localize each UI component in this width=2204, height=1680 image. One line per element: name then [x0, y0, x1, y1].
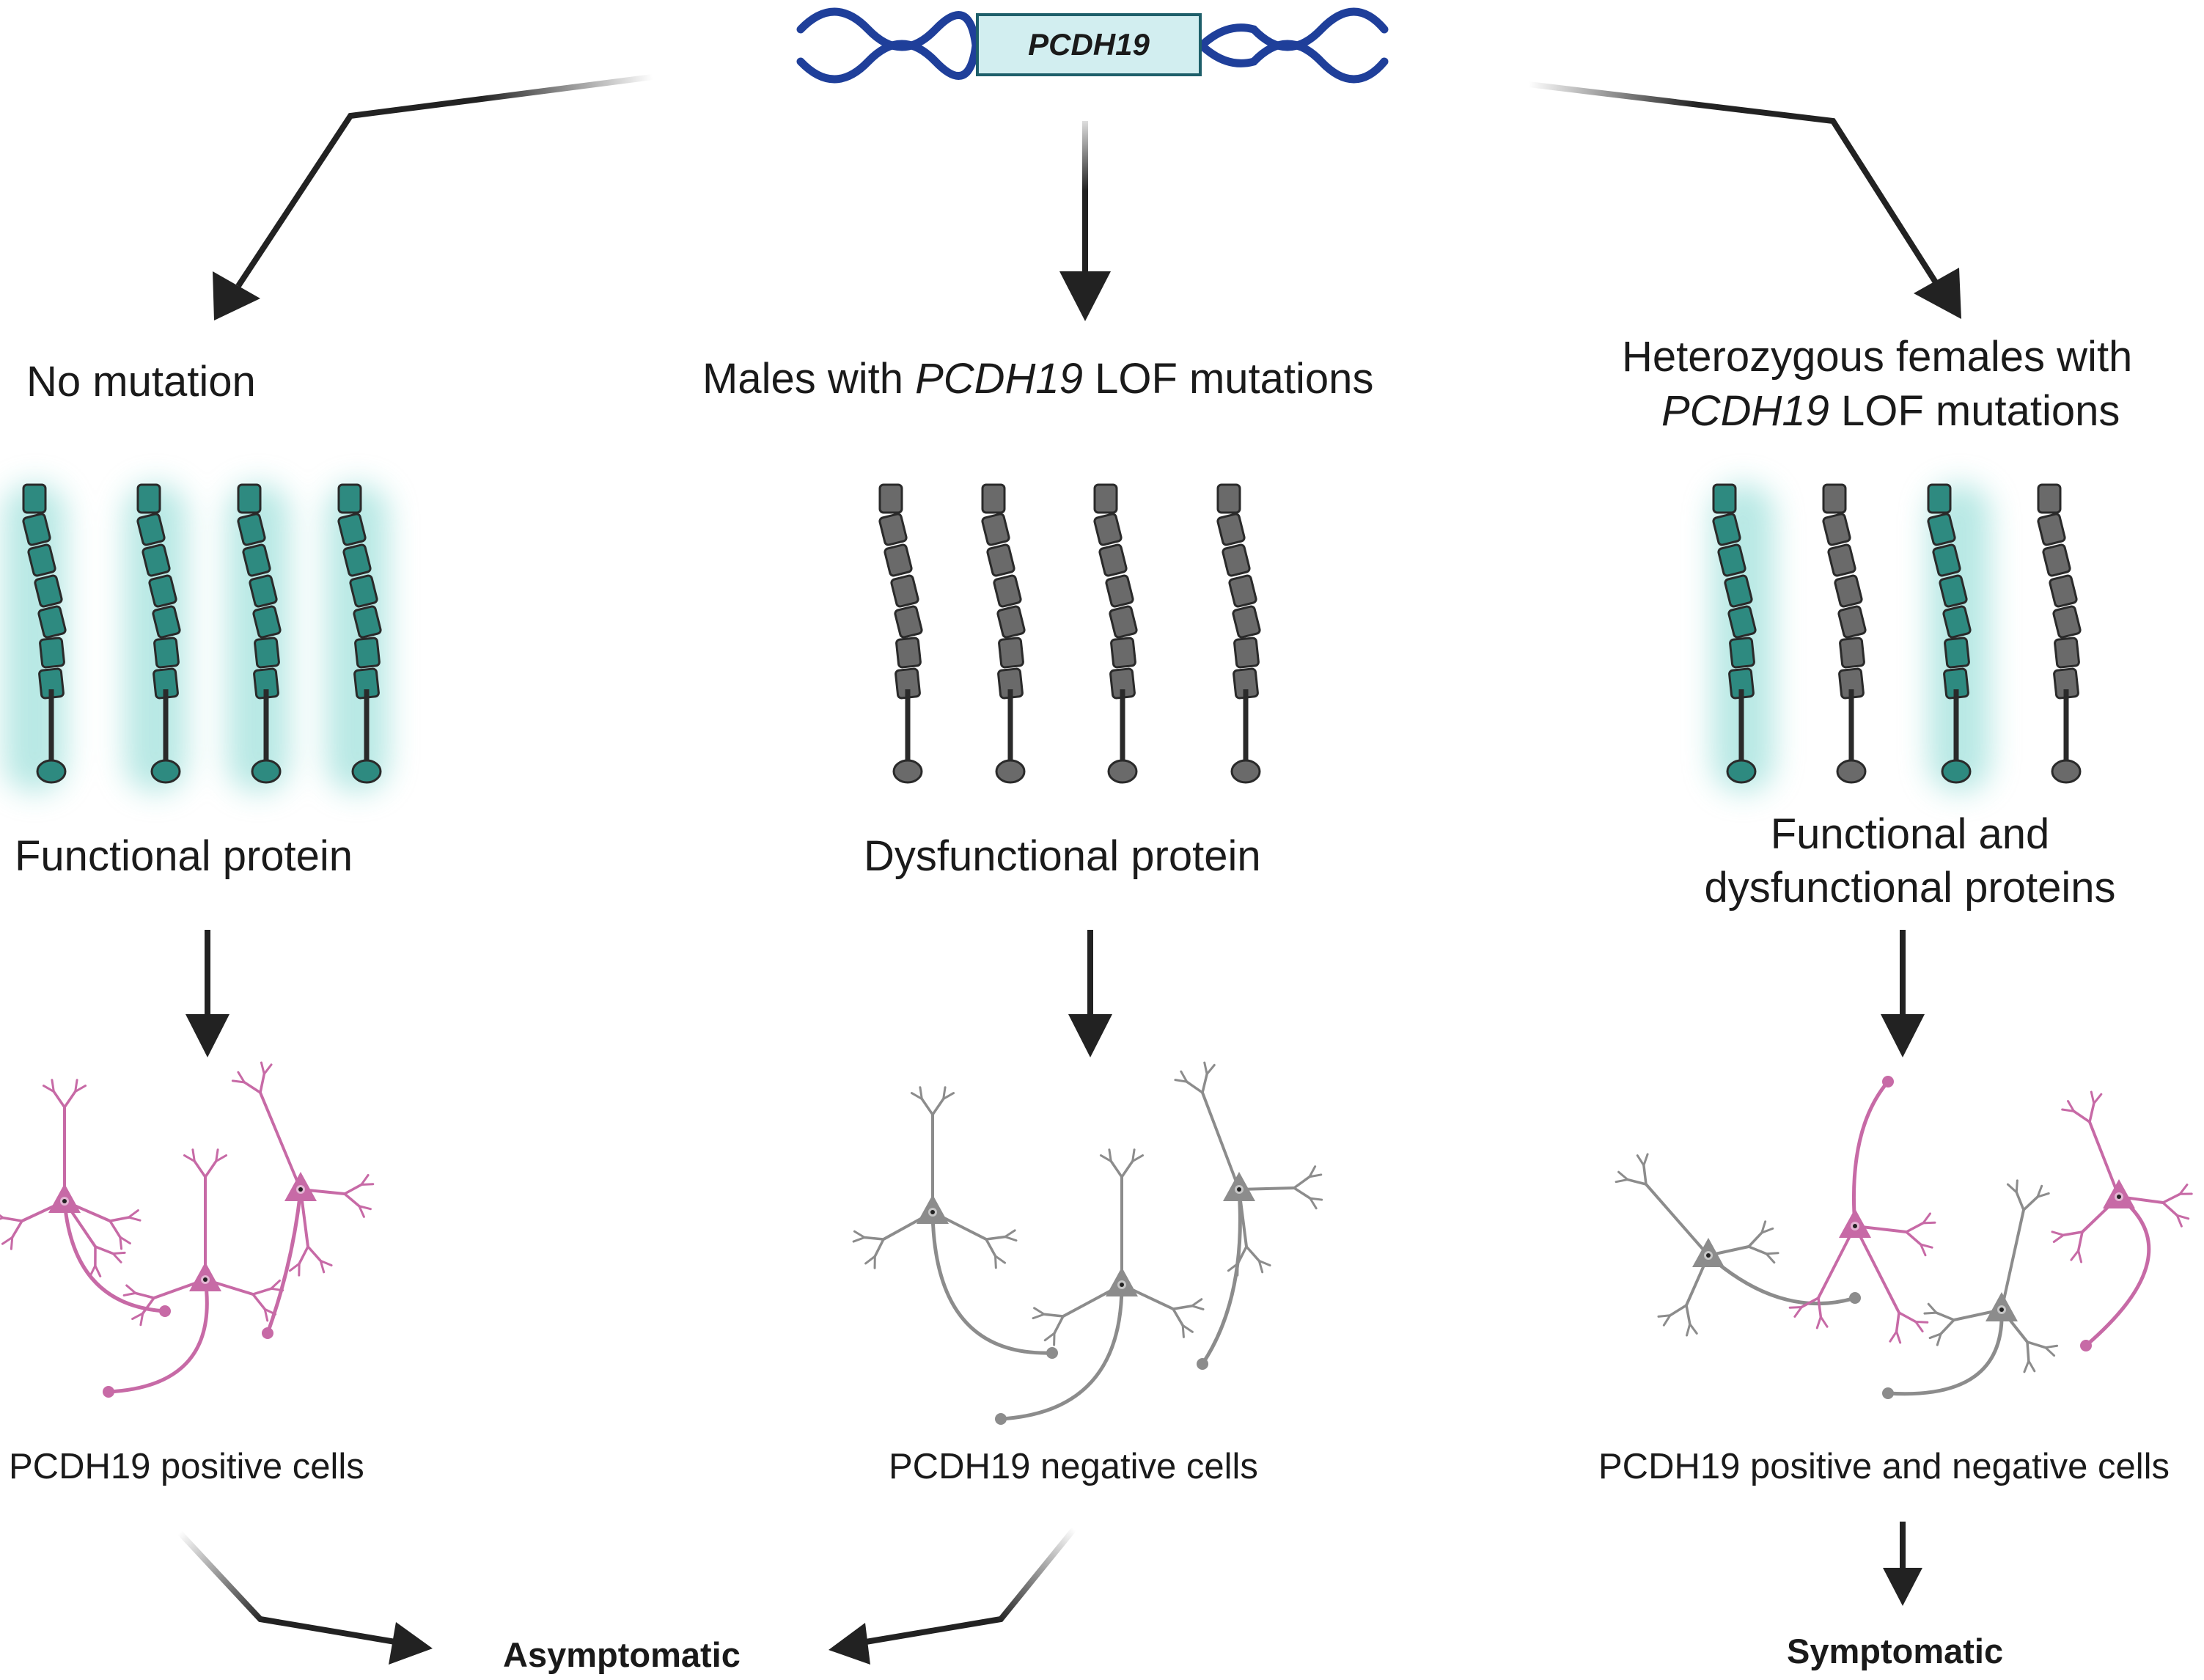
heading-no-mutation: No mutation — [26, 358, 256, 406]
protein-icon — [1093, 483, 1138, 784]
arrow-protein-to-cells-3 — [1881, 930, 1925, 1057]
gene-box: PCDH19 — [976, 13, 1202, 76]
protein-icon — [337, 483, 382, 784]
neuron-icon — [1615, 1153, 1861, 1337]
cells-label-negative: PCDH19 negative cells — [889, 1447, 1258, 1486]
neuron-icon — [852, 1086, 1058, 1359]
gene-name: PCDH19 — [1028, 27, 1150, 62]
cells-label-mixed: PCDH19 positive and negative cells — [1598, 1447, 2170, 1486]
outcome-asymptomatic: Asymptomatic — [503, 1635, 741, 1674]
proteins — [22, 483, 2082, 784]
arrow-protein-to-cells-1 — [185, 930, 229, 1057]
heading-females-post: LOF mutations — [1829, 387, 2120, 435]
heading-males-gene: PCDH19 — [915, 355, 1083, 403]
protein-icon — [1927, 483, 1972, 784]
heading-females-gene: PCDH19 — [1661, 387, 1829, 435]
protein-label-mixed-line2: dysfunctional proteins — [1704, 864, 2116, 911]
heading-males-post: LOF mutations — [1082, 355, 1374, 403]
protein-icon — [237, 483, 282, 784]
heading-females-line1: Heterozygous females with — [1622, 333, 2133, 381]
arrow-positive-to-asymptomatic — [177, 1530, 433, 1665]
arrow-protein-to-cells-2 — [1068, 930, 1112, 1057]
neuron-icon — [2051, 1090, 2193, 1351]
outcome-symptomatic: Symptomatic — [1787, 1632, 2004, 1670]
arrow-negative-to-asymptomatic — [829, 1527, 1077, 1665]
heading-females-line2: PCDH19 LOF mutations — [1661, 387, 2120, 436]
neuron-icon — [1788, 1076, 1936, 1344]
neuron-icon — [1882, 1179, 2059, 1399]
protein-label-dysfunctional: Dysfunctional protein — [864, 832, 1261, 880]
neuron-icon — [0, 1079, 171, 1317]
dna-icon — [796, 7, 1389, 84]
heading-males-pre: Males with — [702, 355, 916, 403]
neuron-icon — [1174, 1061, 1323, 1370]
neuron-icon — [231, 1061, 375, 1339]
protein-icon — [2037, 483, 2082, 784]
protein-icon — [1216, 483, 1261, 784]
arrow-to-no-mutation — [213, 74, 653, 320]
protein-label-mixed-line1: Functional and — [1770, 810, 2050, 858]
neuron-icon — [995, 1148, 1205, 1425]
protein-icon — [878, 483, 923, 784]
protein-glow — [4, 484, 1991, 792]
neuron-icon — [103, 1148, 284, 1398]
protein-icon — [981, 483, 1026, 784]
heading-males: Males with PCDH19 LOF mutations — [702, 355, 1373, 404]
arrow-to-symptomatic — [1883, 1522, 1922, 1606]
neurons — [0, 1061, 2193, 1425]
cells-label-positive: PCDH19 positive cells — [9, 1447, 364, 1486]
protein-icon — [22, 483, 67, 784]
protein-icon — [1822, 483, 1867, 784]
arrow-to-females — [1528, 81, 1961, 319]
protein-icon — [136, 483, 181, 784]
arrow-to-males — [1059, 121, 1111, 321]
protein-icon — [1712, 483, 1757, 784]
protein-label-functional: Functional protein — [15, 832, 353, 880]
